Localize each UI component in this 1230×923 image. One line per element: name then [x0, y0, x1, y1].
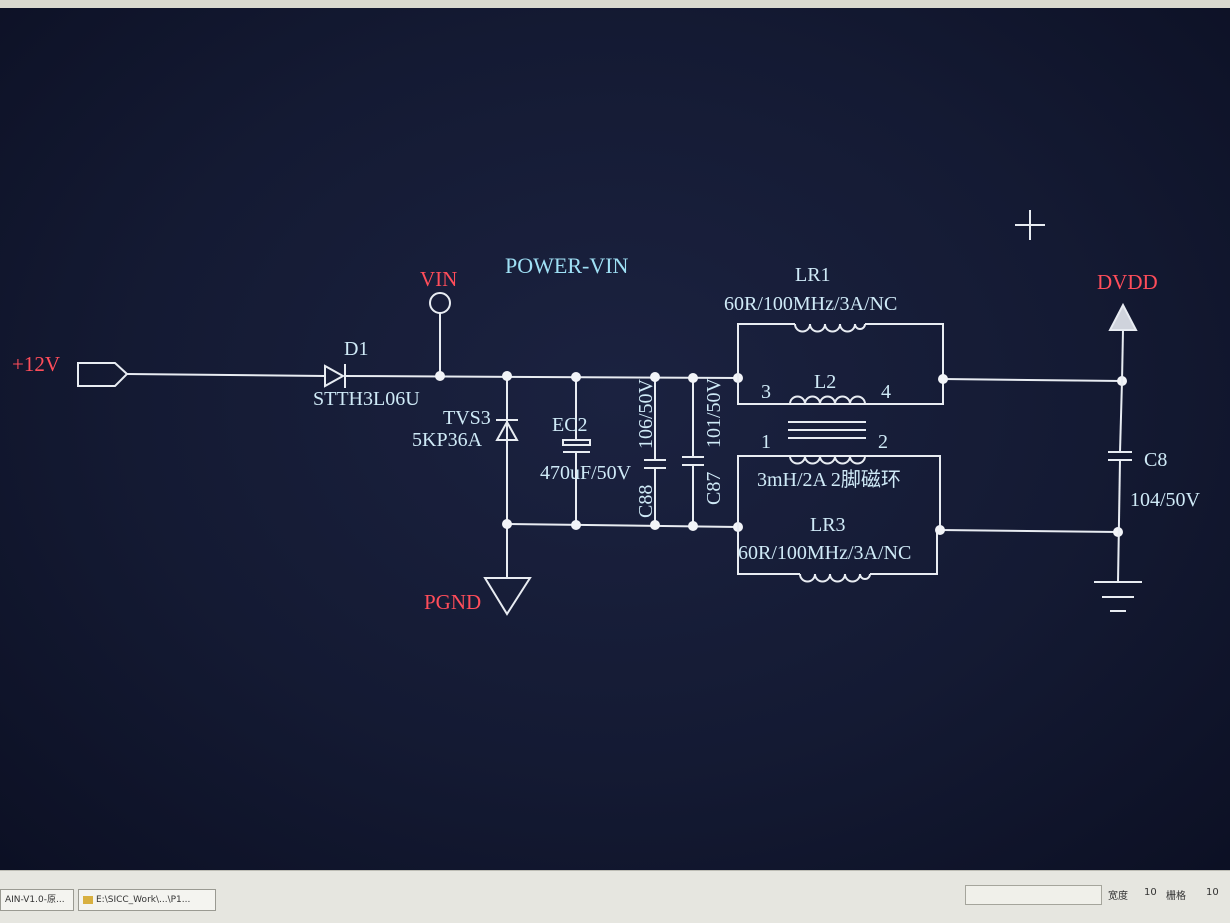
choke-l2[interactable] [788, 395, 866, 465]
lr1-ref: LR1 [795, 264, 831, 286]
l2-pin-2: 2 [878, 431, 888, 453]
vin-probe-icon[interactable] [429, 292, 451, 314]
wire-vin-rail [344, 375, 741, 379]
l2-pin-1: 1 [761, 431, 771, 453]
sheet-title: POWER-VIN [505, 253, 629, 278]
inductor-lr1[interactable] [794, 323, 866, 333]
wire-gnd-rail [506, 523, 739, 528]
status-width-label: 宽度 [1108, 891, 1128, 902]
ground-symbol-icon[interactable] [1094, 581, 1142, 612]
dvdd-power-icon[interactable] [1108, 302, 1138, 331]
tvs-diode-tvs3[interactable] [495, 419, 519, 441]
tvs3-ref: TVS3 [443, 407, 491, 429]
d1-value: STTH3L06U [313, 388, 420, 410]
c88-value: 106/50V [635, 378, 657, 449]
c8-ref: C8 [1144, 449, 1167, 471]
lr3-value: 60R/100MHz/3A/NC [738, 542, 911, 564]
inductor-lr3[interactable] [799, 573, 871, 583]
pgnd-symbol-icon[interactable] [483, 577, 532, 616]
wire-output-gnd [939, 529, 1119, 533]
diode-d1[interactable] [324, 364, 346, 388]
lr3-ref: LR3 [810, 514, 846, 536]
ec2-ref: EC2 [552, 414, 588, 436]
capacitor-c88[interactable] [644, 459, 666, 469]
capacitor-ec2[interactable] [562, 439, 591, 453]
l2-pin-4: 4 [881, 381, 891, 403]
capacitor-c87[interactable] [682, 456, 704, 466]
l2-ref: L2 [814, 371, 836, 393]
crosshair-cursor-icon [1015, 210, 1045, 240]
folder-icon [83, 895, 93, 904]
schematic-canvas[interactable] [0, 8, 1230, 870]
c8-value: 104/50V [1130, 489, 1201, 511]
l2-value: 3mH/2A 2脚磁环 [757, 468, 901, 491]
port-label-12v: +12V [12, 352, 60, 376]
c88-ref: C88 [635, 485, 657, 518]
net-label-dvdd: DVDD [1097, 270, 1158, 294]
taskbar-item-path[interactable]: E:\SICC_Work\...\P1... [78, 889, 216, 911]
ec2-value: 470uF/50V [540, 462, 632, 484]
net-label-vin: VIN [420, 267, 457, 291]
tvs3-value: 5KP36A [412, 429, 483, 451]
lr1-value: 60R/100MHz/3A/NC [724, 293, 897, 315]
status-pitch-label: 栅格 [1166, 891, 1186, 902]
c87-ref: C87 [703, 472, 725, 505]
c87-value: 101/50V [703, 377, 725, 448]
taskbar: AIN-V1.0-原... E:\SICC_Work\...\P1... 宽度 … [0, 870, 1230, 923]
d1-ref: D1 [344, 338, 368, 360]
status-field [965, 885, 1102, 905]
wire-input [126, 373, 326, 377]
status-width-value: 10 [1144, 887, 1157, 898]
l2-pin-3: 3 [761, 381, 771, 403]
input-port-icon[interactable] [77, 362, 129, 387]
status-pitch-value: 10 [1206, 887, 1219, 898]
capacitor-c8[interactable] [1108, 451, 1132, 461]
net-label-pgnd: PGND [424, 590, 481, 614]
taskbar-item-project[interactable]: AIN-V1.0-原... [0, 889, 74, 911]
wire-dvdd [942, 378, 1123, 382]
